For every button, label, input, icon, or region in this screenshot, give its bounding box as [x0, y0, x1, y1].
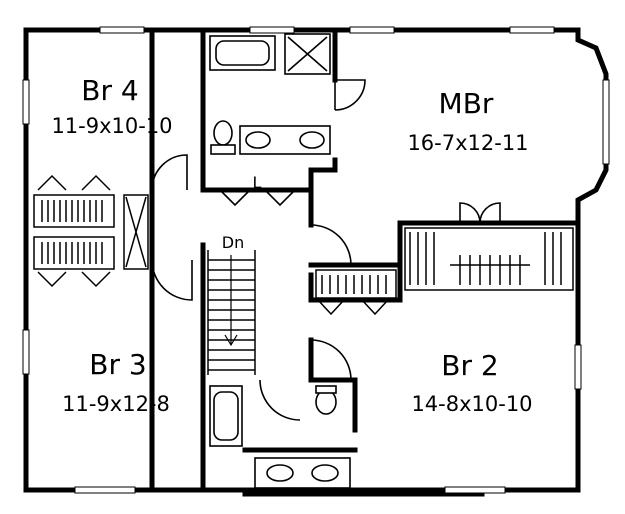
br4-dims: 11-9x10-10 — [51, 114, 172, 138]
mbr-closet — [404, 227, 574, 291]
br3-name: Br 3 — [89, 348, 146, 381]
linen-closet: L — [219, 173, 296, 207]
mbr-dims: 16-7x12-11 — [407, 131, 528, 155]
bedroom-closets — [33, 174, 149, 288]
br2-closet — [315, 269, 397, 316]
stair: Dn — [207, 233, 256, 375]
windows — [22, 26, 610, 494]
room-labels: Br 4 11-9x10-10 MBr 16-7x12-11 Br 3 11-9… — [51, 74, 532, 416]
mbr-name: MBr — [439, 87, 494, 120]
stair-down-label: Dn — [222, 233, 244, 252]
br3-dims: 11-9x12-8 — [62, 392, 170, 416]
br2-name: Br 2 — [441, 349, 498, 382]
bath-2 — [209, 385, 351, 489]
linen-label: L — [253, 173, 262, 192]
hall-doors — [151, 154, 501, 421]
br2-dims: 14-8x10-10 — [411, 392, 532, 416]
toilet-upper — [213, 120, 233, 146]
bath-1 — [209, 33, 366, 155]
br4-name: Br 4 — [81, 74, 138, 107]
